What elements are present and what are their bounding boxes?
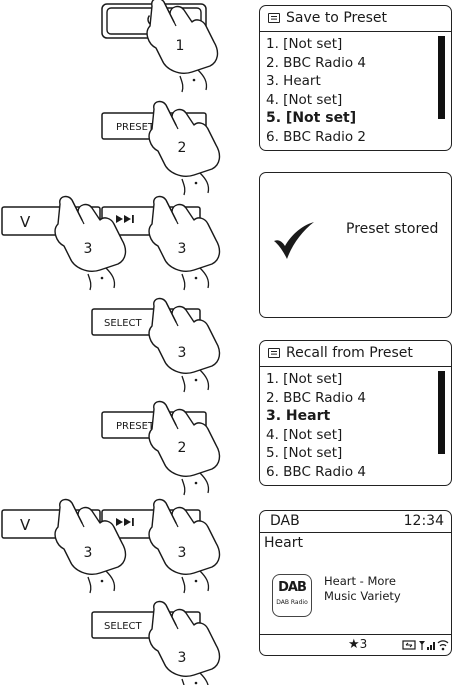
status-icons bbox=[402, 638, 450, 652]
step-number: 3 bbox=[84, 545, 93, 561]
station-info-line2: Music Variety bbox=[324, 589, 401, 603]
step-number: 3 bbox=[84, 241, 93, 257]
svg-text:SELECT: SELECT bbox=[104, 318, 143, 329]
save-to-preset-screen: Save to Preset 1. [Not set] 2. BBC Radio… bbox=[259, 5, 452, 151]
step-number: 3 bbox=[178, 650, 187, 666]
preset-list-item[interactable]: 2. BBC Radio 4 bbox=[266, 389, 366, 408]
dab-logo-mark: DAB bbox=[273, 581, 311, 595]
preset-indicator: ★3 bbox=[348, 637, 367, 652]
svg-text:PRESET: PRESET bbox=[116, 421, 155, 432]
preset-list-item-selected[interactable]: 5. [Not set] bbox=[266, 109, 366, 128]
screen-title-bar: Save to Preset bbox=[260, 6, 451, 32]
clock: 12:34 bbox=[404, 513, 444, 529]
status-divider bbox=[260, 634, 451, 635]
dab-logo: DAB DAB Radio bbox=[272, 574, 312, 617]
preset-stored-screen: Preset stored bbox=[259, 172, 452, 318]
star-icon: ★ bbox=[348, 637, 360, 652]
preset-number: 3 bbox=[360, 637, 368, 651]
list-scrollbar[interactable] bbox=[438, 371, 445, 454]
menu-list-icon bbox=[268, 13, 280, 23]
link-icon bbox=[403, 641, 415, 649]
antenna-icon bbox=[419, 641, 425, 650]
step-number: 3 bbox=[178, 345, 187, 361]
mode-label: DAB bbox=[270, 513, 300, 529]
svg-text:SELECT: SELECT bbox=[104, 621, 143, 632]
preset-list-item[interactable]: 5. [Not set] bbox=[266, 444, 366, 463]
station-name: Heart bbox=[264, 535, 303, 551]
header-divider bbox=[260, 532, 451, 533]
step-number: 3 bbox=[178, 241, 187, 257]
step-number: 3 bbox=[178, 545, 187, 561]
screen-title: Save to Preset bbox=[286, 10, 387, 26]
step-number: 2 bbox=[178, 140, 187, 156]
svg-text:V: V bbox=[20, 213, 31, 231]
preset-list-item[interactable]: 4. [Not set] bbox=[266, 426, 366, 445]
preset-list-item[interactable]: 3. Heart bbox=[266, 72, 366, 91]
preset-list-item[interactable]: 4. [Not set] bbox=[266, 91, 366, 110]
preset-list-item[interactable]: 6. BBC Radio 2 bbox=[266, 128, 366, 147]
screen-title: Recall from Preset bbox=[286, 345, 413, 361]
pressing-hand-icon bbox=[149, 602, 219, 685]
list-scrollbar[interactable] bbox=[438, 36, 445, 119]
step-number: 2 bbox=[178, 440, 187, 456]
button-illustrations: 1 PRESET 2 V Λ 3 3 SELECT bbox=[0, 0, 240, 685]
preset-list-item[interactable]: 6. BBC Radio 4 bbox=[266, 463, 366, 482]
dab-playing-screen: DAB 12:34 Heart DAB DAB Radio Heart - Mo… bbox=[259, 510, 452, 656]
preset-list: 1. [Not set] 2. BBC Radio 4 3. Heart 4. … bbox=[266, 370, 366, 481]
preset-list-item[interactable]: 1. [Not set] bbox=[266, 370, 366, 389]
svg-text:V: V bbox=[20, 516, 31, 534]
svg-text:PRESET: PRESET bbox=[116, 122, 155, 133]
preset-list: 1. [Not set] 2. BBC Radio 4 3. Heart 4. … bbox=[266, 35, 366, 146]
preset-list-item-selected[interactable]: 3. Heart bbox=[266, 407, 366, 426]
preset-list-item[interactable]: 1. [Not set] bbox=[266, 35, 366, 54]
screen-title-bar: Recall from Preset bbox=[260, 341, 451, 367]
recall-from-preset-screen: Recall from Preset 1. [Not set] 2. BBC R… bbox=[259, 340, 452, 486]
preset-list-item[interactable]: 2. BBC Radio 4 bbox=[266, 54, 366, 73]
checkmark-icon bbox=[272, 221, 316, 261]
signal-strength-icon bbox=[427, 642, 435, 650]
menu-list-icon bbox=[268, 348, 280, 358]
step-number: 1 bbox=[176, 38, 185, 54]
station-info-line1: Heart - More bbox=[324, 574, 396, 588]
confirmation-message: Preset stored bbox=[346, 221, 438, 237]
dab-logo-caption: DAB Radio bbox=[273, 599, 311, 606]
wifi-icon bbox=[438, 641, 448, 650]
